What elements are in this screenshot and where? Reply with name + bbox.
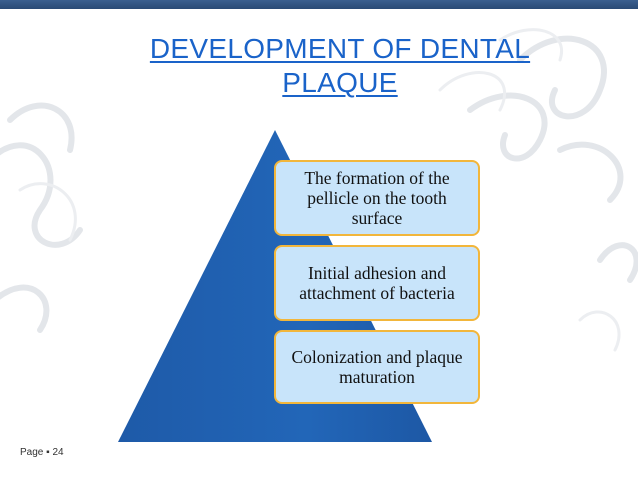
page-label: Page xyxy=(20,447,44,458)
top-banner-bar xyxy=(0,0,638,9)
pyramid-stage-2-label: Initial adhesion and attachment of bacte… xyxy=(299,263,455,303)
pyramid-stage-3: Colonization and plaque maturation xyxy=(274,330,480,404)
page-number-value: 24 xyxy=(52,447,64,458)
pyramid-stage-1-label: The formation of the pellicle on the too… xyxy=(304,168,450,228)
slide-title: DEVELOPMENT OF DENTAL PLAQUE xyxy=(60,32,620,100)
pyramid-stage-1: The formation of the pellicle on the too… xyxy=(274,160,480,236)
pyramid-stage-3-label: Colonization and plaque maturation xyxy=(291,347,463,387)
pyramid-stage-2: Initial adhesion and attachment of bacte… xyxy=(274,245,480,321)
slide-title-line-2: PLAQUE xyxy=(282,67,398,98)
slide-title-line-1: DEVELOPMENT OF DENTAL xyxy=(149,33,531,64)
page-bullet: ▪ xyxy=(46,447,50,458)
page-number-footer: Page ▪ 24 xyxy=(20,447,64,458)
